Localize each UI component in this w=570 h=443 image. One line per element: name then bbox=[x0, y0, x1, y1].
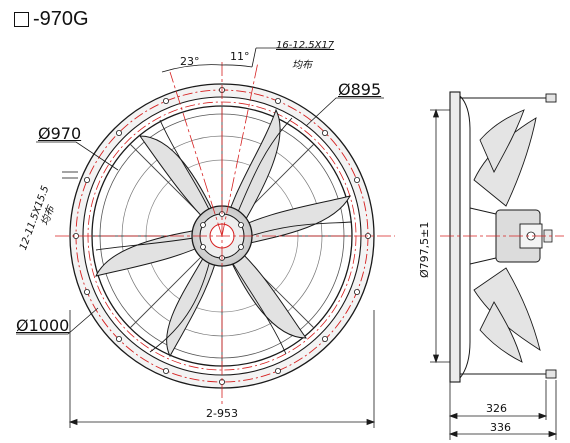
width-dimension bbox=[68, 310, 376, 428]
square-outline-icon bbox=[14, 12, 29, 27]
width-953-label: 2-953 bbox=[206, 407, 238, 420]
depth-336-label: 336 bbox=[490, 421, 511, 434]
front-view bbox=[16, 47, 395, 428]
side-blades bbox=[473, 109, 541, 363]
fan-blades bbox=[95, 108, 351, 358]
side-diameter-label: Ø797,5±1 bbox=[418, 221, 431, 278]
side-shroud bbox=[459, 95, 471, 379]
leader-lines bbox=[16, 97, 384, 335]
side-depth-dimensions bbox=[448, 380, 558, 440]
top-holes-note: 均布 bbox=[292, 60, 312, 71]
side-flange bbox=[449, 91, 461, 383]
side-view bbox=[430, 91, 564, 440]
diameter-1000-label: Ø1000 bbox=[16, 316, 70, 335]
model-name: -970G bbox=[33, 8, 89, 30]
flange-holes bbox=[73, 87, 371, 385]
centerlines bbox=[55, 61, 395, 405]
top-holes-label: 16-12.5X17 bbox=[276, 40, 335, 51]
angle-dimensions bbox=[161, 47, 330, 73]
diameter-895-label: Ø895 bbox=[338, 80, 382, 99]
diameter-970-label: Ø970 bbox=[38, 124, 82, 143]
depth-326-label: 326 bbox=[486, 402, 507, 415]
angle-11-label: 11° bbox=[230, 50, 250, 63]
model-title: -970G bbox=[14, 8, 89, 31]
angle-23-label: 23° bbox=[180, 55, 200, 68]
side-height-dimension bbox=[430, 108, 450, 364]
